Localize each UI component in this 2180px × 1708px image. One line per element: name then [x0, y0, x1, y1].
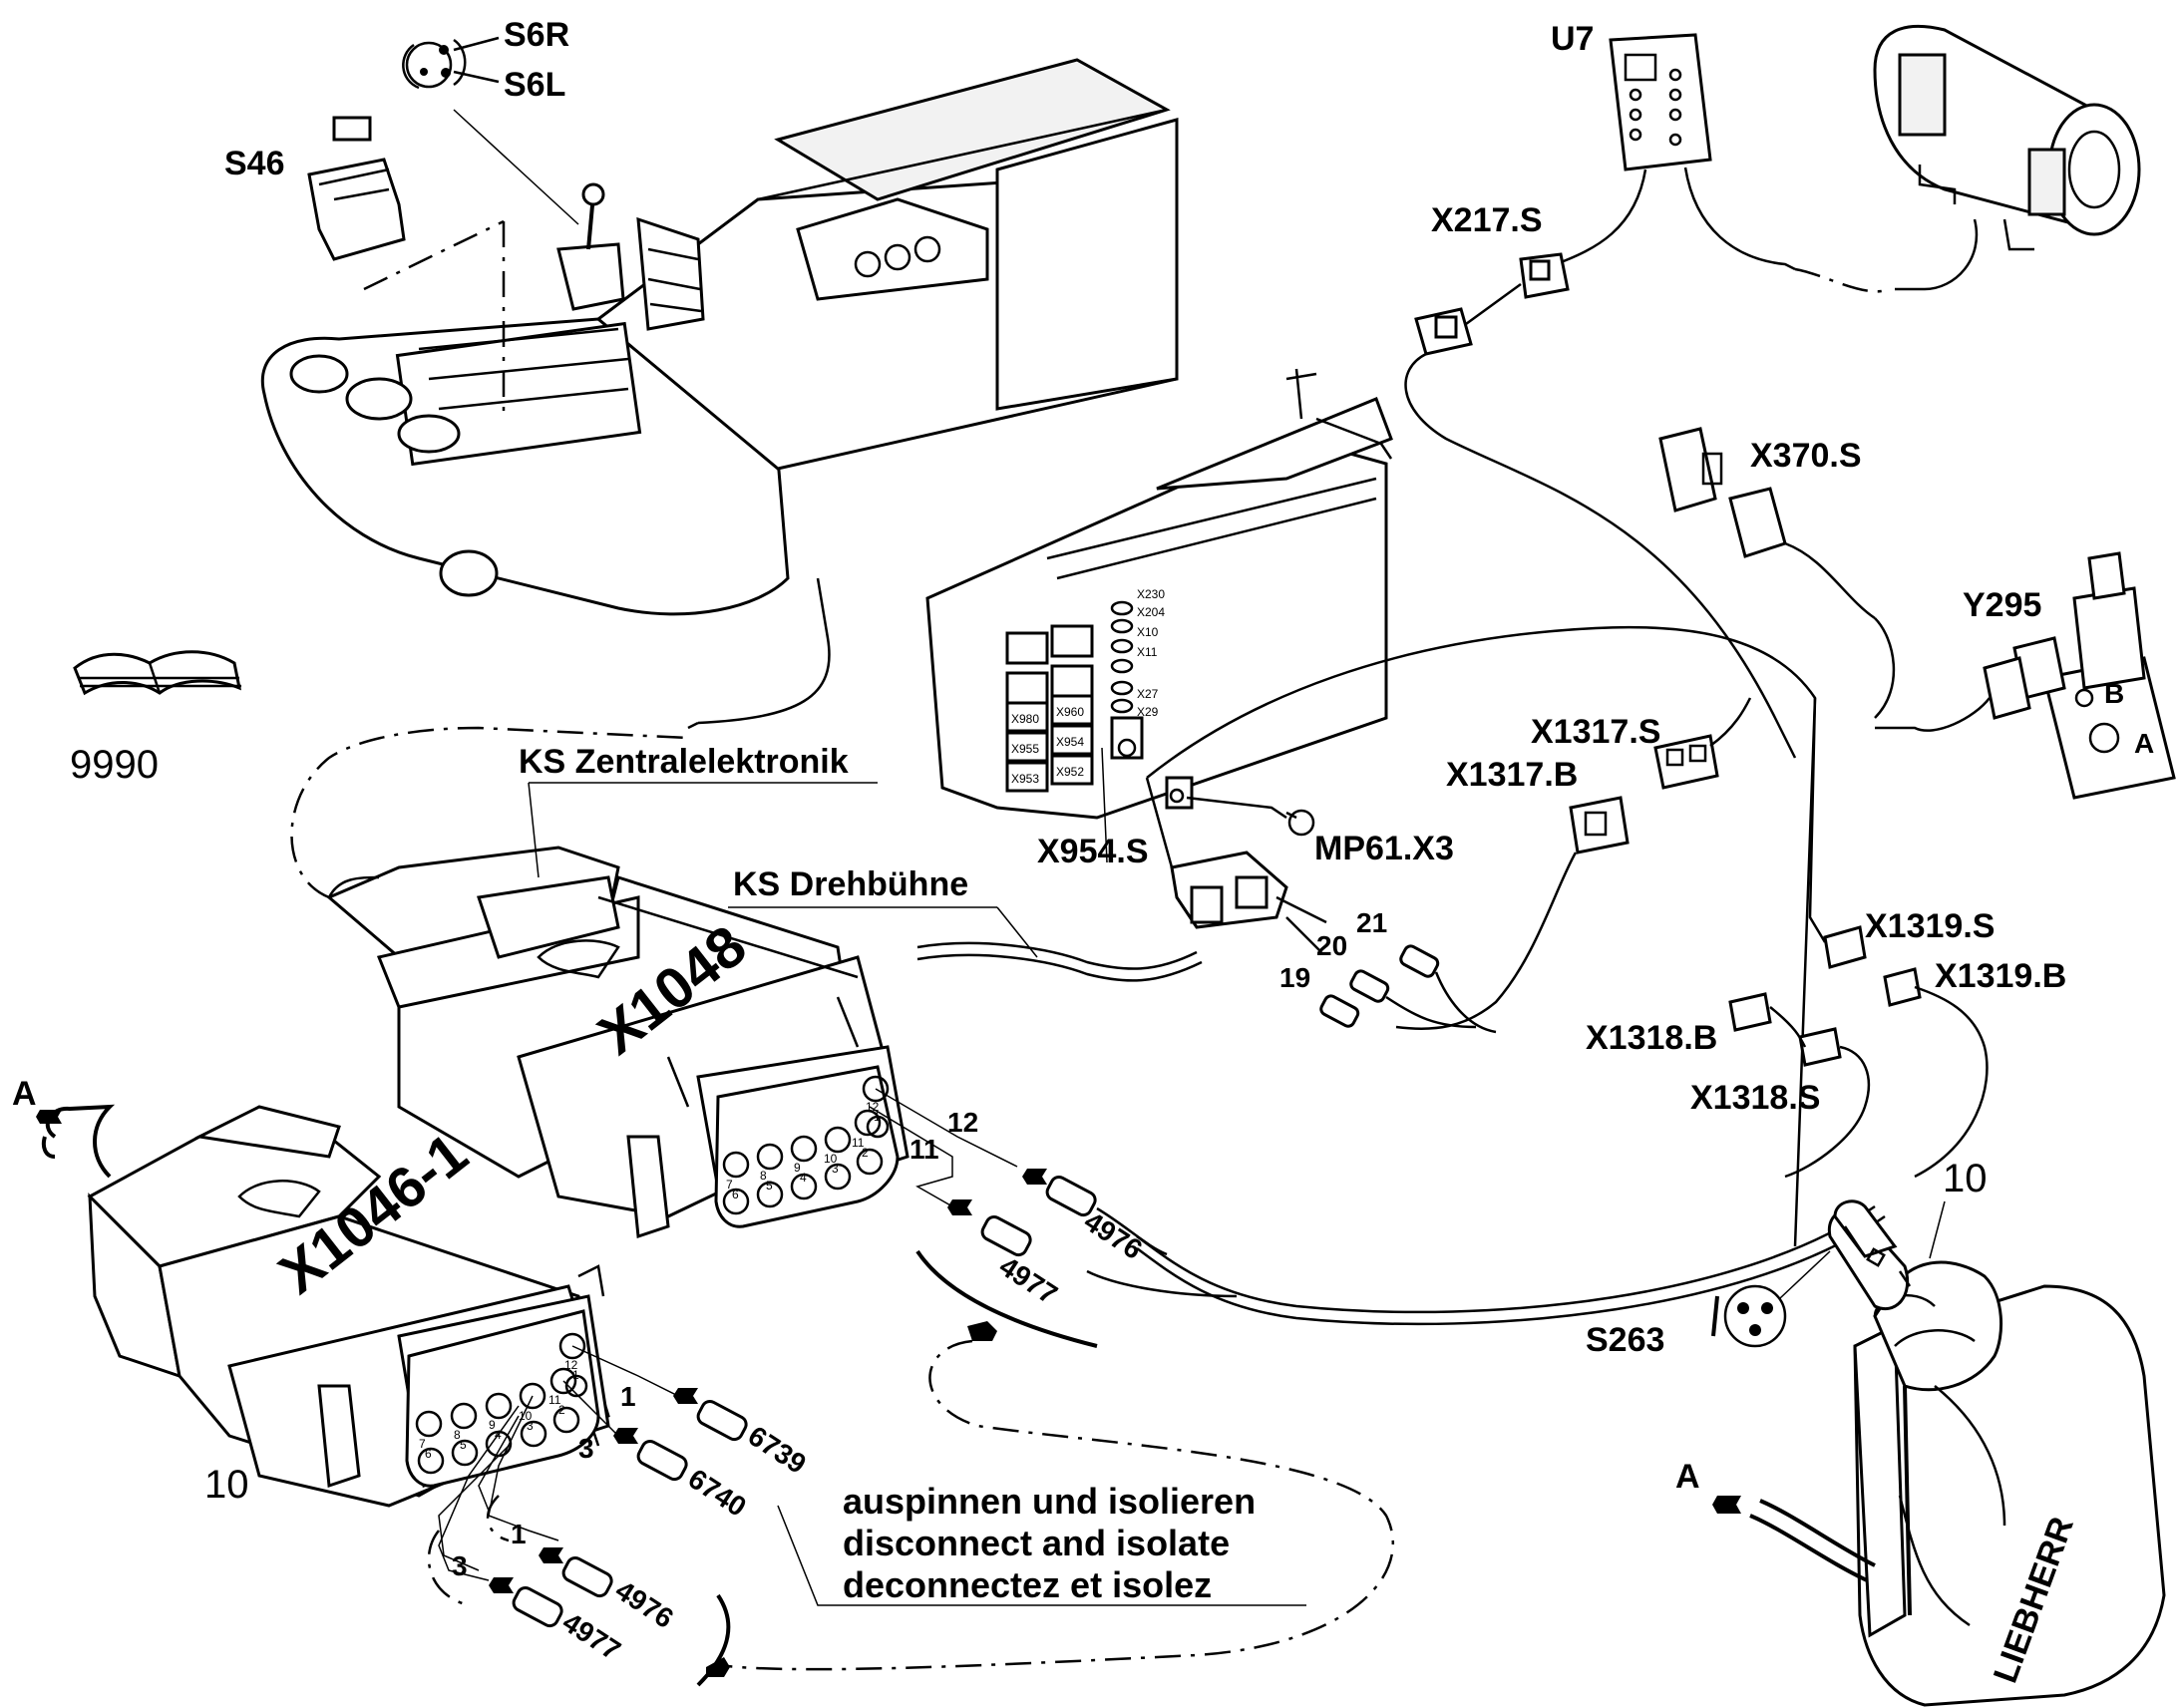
- label-a-right: A: [1675, 1458, 1700, 1496]
- label-s46: S46: [224, 145, 285, 182]
- label-x1319s: X1319.S: [1865, 907, 1995, 945]
- rack-box-x954: X954: [1056, 735, 1084, 749]
- ferrule-4977-b: 4977: [557, 1606, 626, 1666]
- label-x370s: X370.S: [1750, 437, 1862, 475]
- x1048-pin-7: 7: [726, 1178, 733, 1192]
- connector-x1319-x1318: X1319.S X1319.B X1318.B X1318.S: [1586, 697, 2066, 1179]
- x1048-pin-3: 3: [832, 1162, 839, 1176]
- x1046-pin-3: 3: [527, 1419, 534, 1433]
- note-line-3: deconnectez et isolez: [843, 1564, 1212, 1605]
- wire-label-21: 21: [1356, 907, 1387, 938]
- label-s263: S263: [1586, 1321, 1664, 1359]
- ferrule-4976-b: 4976: [610, 1574, 679, 1634]
- ferrule-4977-a: 4977: [994, 1250, 1063, 1310]
- isolate-note: auspinnen und isolieren disconnect and i…: [843, 1481, 1256, 1605]
- rack-slot-x204: X204: [1137, 605, 1165, 619]
- x1048-pin-1: 1: [874, 1110, 881, 1124]
- x1048-pin-2: 2: [862, 1146, 869, 1160]
- rack-box-x953: X953: [1011, 772, 1039, 786]
- x1046-pin-8: 8: [454, 1428, 461, 1442]
- wire-label-19: 19: [1279, 962, 1310, 993]
- x1048-pin-11: 11: [852, 1136, 865, 1150]
- switch-s6: S6R S6L: [402, 16, 579, 225]
- rack-slot-x11: X11: [1137, 645, 1158, 659]
- rack-box-x960: X960: [1056, 705, 1084, 719]
- wire-label-12: 12: [947, 1107, 978, 1138]
- wire-label-3-b: 3: [452, 1550, 468, 1581]
- wire-label-1-a: 1: [620, 1381, 636, 1412]
- x1048-pin-6: 6: [732, 1188, 739, 1201]
- rack-slot-x230: X230: [1137, 587, 1165, 601]
- connector-x1046-1: 7 6 8 5 9 4 10 3 11 2 12 1 X1046-1 10 A: [12, 1075, 610, 1508]
- wire-label-3-a: 3: [578, 1433, 594, 1464]
- note-line-2: disconnect and isolate: [843, 1523, 1230, 1563]
- ferrule-6739: 6739: [743, 1420, 812, 1480]
- valve-port-b: B: [2104, 678, 2124, 709]
- note-line-1: auspinnen und isolieren: [843, 1481, 1256, 1522]
- connector-x1317: X1317.S X1317.B: [1395, 697, 1752, 1030]
- connector-x1048: 7 6 8 5 9 4 10 3 11 2 12 1 X1048 KS Zent…: [290, 726, 909, 1239]
- x1046-pin-11: 11: [548, 1393, 561, 1407]
- label-ks-zentralelektronik: KS Zentralelektronik: [519, 743, 849, 781]
- label-x1318b: X1318.B: [1586, 1019, 1717, 1057]
- cable-ks-drehbuehne: KS Drehbühne: [728, 865, 1203, 982]
- label-x1319b: X1319.B: [1935, 957, 2066, 995]
- label-10-left: 10: [204, 1463, 249, 1507]
- x1046-pin-2: 2: [558, 1403, 565, 1417]
- ferrule-6740: 6740: [683, 1463, 752, 1523]
- label-x217s: X217.S: [1431, 201, 1543, 239]
- rack-box-x955: X955: [1011, 742, 1039, 756]
- wire-label-11: 11: [909, 1134, 939, 1165]
- switch-s263: S263: [1586, 1250, 1831, 1359]
- x1048-pin-5: 5: [766, 1179, 773, 1193]
- x1046-pin-12: 12: [564, 1358, 578, 1372]
- joystick-10: LIEBHERR 10 A: [1675, 1157, 2166, 1707]
- label-a-left: A: [12, 1075, 37, 1113]
- x1048-pin-10: 10: [824, 1152, 838, 1166]
- rack-box-x980: X980: [1011, 712, 1039, 726]
- x1046-pin-9: 9: [489, 1418, 496, 1432]
- x1046-pin-7: 7: [419, 1437, 426, 1451]
- x1048-pin-8: 8: [760, 1169, 767, 1183]
- label-10-right: 10: [1943, 1157, 1988, 1200]
- connector-x217s: X217.S: [1404, 201, 1797, 759]
- wire-label-1-b: 1: [511, 1519, 527, 1549]
- label-9990: 9990: [70, 743, 159, 787]
- connector-x370s: X370.S: [1658, 427, 1876, 620]
- label-x1317s: X1317.S: [1531, 713, 1660, 751]
- harness-main: [1086, 1204, 1886, 1326]
- x1046-face: 7 6 8 5 9 4 10 3 11 2 12 1: [405, 1309, 600, 1488]
- x1046-pin-5: 5: [460, 1438, 467, 1452]
- rack-slot-x29: X29: [1137, 705, 1159, 719]
- x1048-pin-9: 9: [794, 1161, 801, 1175]
- label-x1317b: X1317.B: [1446, 756, 1578, 794]
- label-u7: U7: [1551, 20, 1594, 58]
- x1046-pin-6: 6: [425, 1447, 432, 1461]
- x1048-pin-4: 4: [800, 1171, 807, 1185]
- electronics-rack: X980 X960 X955 X954 X953 X952 X230 X204 …: [925, 368, 1817, 1247]
- rack-box-x952: X952: [1056, 765, 1084, 779]
- operator-console: [260, 58, 1179, 730]
- valve-y295: B A Y295: [1874, 551, 2176, 800]
- label-mp61x3: MP61.X3: [1314, 830, 1454, 867]
- manual-book-9990: 9990: [70, 650, 242, 787]
- drive-motor: [1873, 24, 2141, 291]
- label-ks-drehbuehne: KS Drehbühne: [733, 865, 968, 903]
- label-s6l: S6L: [504, 66, 565, 104]
- wire-label-20: 20: [1316, 930, 1347, 961]
- switch-s46: S46: [224, 116, 506, 419]
- x1046-pin-1: 1: [572, 1368, 579, 1382]
- x1048-face: 7 6 8 5 9 4 10 3 11 2 12 1: [714, 1065, 900, 1228]
- valve-port-a: A: [2134, 728, 2154, 759]
- label-y295: Y295: [1963, 586, 2041, 624]
- label-s6r: S6R: [504, 16, 569, 54]
- label-x954s: X954.S: [1037, 833, 1149, 870]
- label-x1318s: X1318.S: [1690, 1079, 1820, 1117]
- rack-slot-x10: X10: [1137, 625, 1159, 639]
- module-u7: U7: [1551, 20, 1891, 293]
- connector-x954s: X954.S 20 21 19: [1037, 777, 1497, 1034]
- rack-slot-x27: X27: [1137, 687, 1159, 701]
